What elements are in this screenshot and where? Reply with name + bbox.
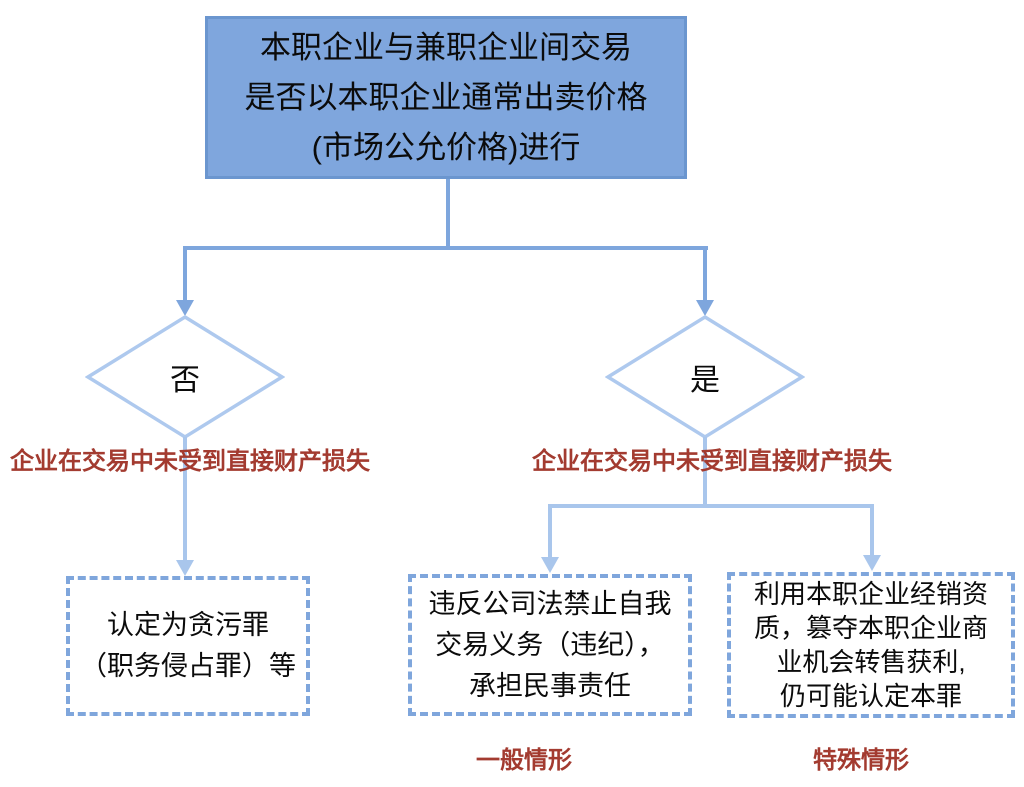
annotation-no-branch: 企业在交易中未受到直接财产损失	[10, 448, 370, 475]
decision-yes-label: 是	[690, 364, 720, 397]
decision-no-label: 否	[170, 364, 200, 397]
connector-split-horizontal	[185, 246, 708, 250]
outcome-box-business-opportunity: 利用本职企业经销资 质，篡夺本职企业商 业机会转售获利, 仍可能认定本罪	[727, 572, 1015, 718]
caption-special-case: 特殊情形	[813, 747, 909, 774]
arrowhead-to-no-diamond	[176, 300, 194, 316]
outcome-line: 利用本职企业经销资	[753, 579, 988, 609]
outcome-line: 违反公司法禁止自我	[428, 588, 672, 619]
arrowhead-to-middle-outcome	[541, 557, 559, 573]
outcome-line: 业机会转售获利,	[776, 647, 966, 677]
connector-drop-right-outcome	[870, 504, 874, 556]
outcome-line: 交易义务（违纪），	[435, 629, 665, 660]
arrowhead-to-left-outcome	[176, 560, 194, 576]
connector-no-to-outcome	[183, 437, 187, 562]
connector-yes-stem	[703, 437, 707, 506]
caption-general-case: 一般情形	[476, 747, 572, 774]
outcome-line: 仍可能认定本罪	[779, 681, 962, 711]
root-question-line: 是否以本职企业通常出卖价格	[244, 79, 648, 115]
root-question-box: 本职企业与兼职企业间交易 是否以本职企业通常出卖价格 (市场公允价格)进行	[205, 16, 687, 179]
outcome-line: 质，篡夺本职企业商	[753, 613, 988, 643]
annotation-yes-branch: 企业在交易中未受到直接财产损失	[532, 448, 892, 475]
root-question-line: 本职企业与兼职企业间交易	[260, 29, 632, 65]
outcome-line: （职务侵占罪）等	[80, 651, 296, 681]
connector-drop-middle-outcome	[548, 504, 552, 558]
arrowhead-to-yes-diamond	[696, 300, 714, 316]
outcome-line: 认定为贪污罪	[107, 610, 269, 640]
decision-no-diamond: 否	[84, 314, 286, 440]
outcome-box-civil-liability: 违反公司法禁止自我 交易义务（违纪）， 承担民事责任	[408, 574, 692, 716]
decision-yes-diamond: 是	[604, 314, 806, 440]
root-question-line: (市场公允价格)进行	[311, 129, 581, 165]
connector-root-stem	[446, 179, 450, 248]
outcome-line: 承担民事责任	[469, 670, 631, 701]
connector-yes-split-horizontal	[548, 504, 874, 508]
arrowhead-to-right-outcome	[863, 555, 881, 571]
connector-drop-yes	[703, 246, 707, 302]
connector-drop-no	[183, 246, 187, 302]
outcome-box-embezzlement: 认定为贪污罪 （职务侵占罪）等	[66, 576, 310, 716]
